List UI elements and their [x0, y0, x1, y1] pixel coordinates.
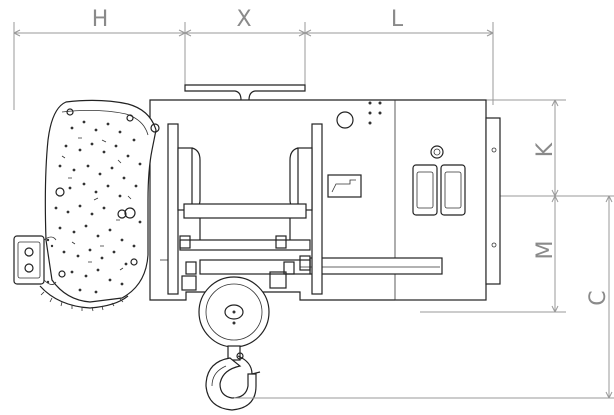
dim-label-h: H	[92, 7, 109, 32]
hoist-body	[149, 99, 501, 301]
terminal-box	[13, 235, 57, 285]
hook-block	[198, 276, 270, 411]
dim-label-l: L	[391, 7, 404, 32]
motor-housing	[39, 99, 160, 312]
dim-label-m: M	[533, 241, 558, 260]
dim-label-k: K	[533, 142, 558, 157]
trolley-plates	[167, 123, 323, 295]
dim-label-x: X	[236, 7, 251, 32]
dim-label-c: C	[586, 290, 611, 305]
